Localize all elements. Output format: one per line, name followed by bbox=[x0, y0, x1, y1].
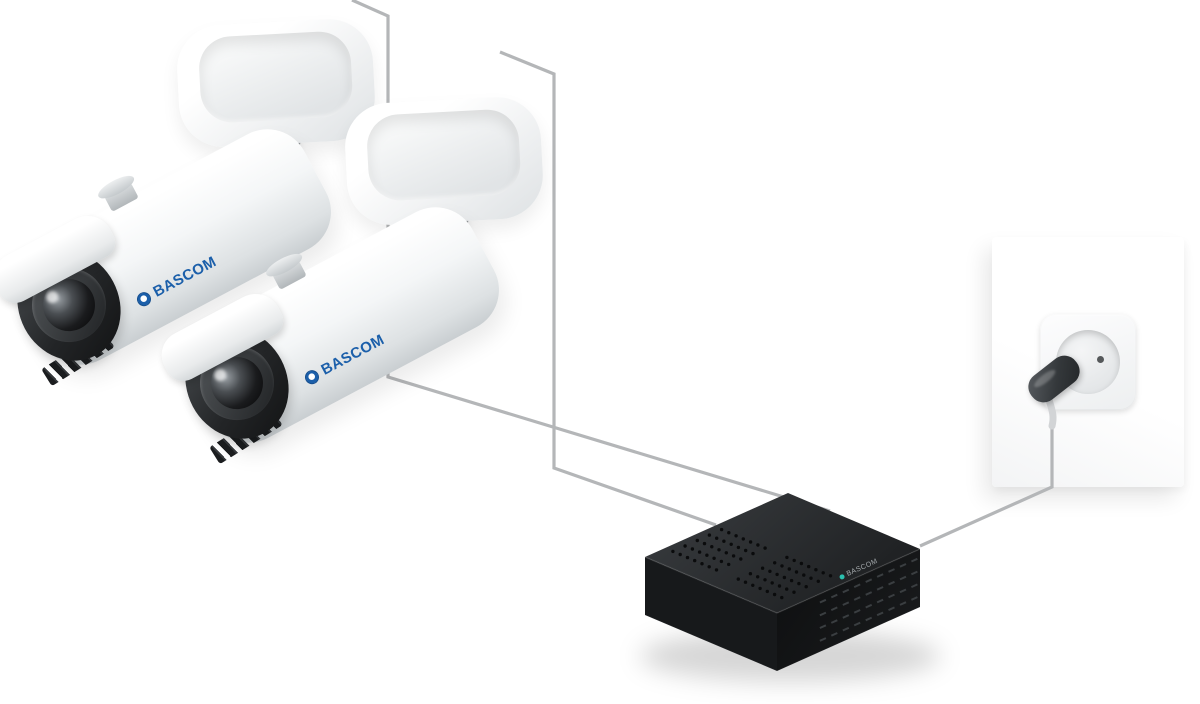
camera-mount-cavity bbox=[365, 108, 522, 202]
nvr-bottom-edge bbox=[644, 606, 921, 672]
nvr-left-face bbox=[645, 557, 777, 671]
nvr-side-vent-slots bbox=[819, 557, 918, 642]
socket-pin-hole bbox=[1097, 356, 1104, 363]
nvr-vent-holes bbox=[671, 527, 833, 600]
nvr-right-face bbox=[777, 549, 920, 671]
camera-2: BASCOM bbox=[153, 78, 728, 558]
nvr-edge-highlight bbox=[644, 548, 921, 614]
camera-body: BASCOM bbox=[153, 192, 514, 465]
bascom-logo-icon bbox=[838, 573, 846, 581]
cable-outlet-nvr bbox=[919, 424, 1054, 548]
nvr-top-face bbox=[645, 493, 920, 613]
wall-panel bbox=[992, 237, 1184, 487]
cable-camera2-nvr bbox=[499, 50, 717, 527]
